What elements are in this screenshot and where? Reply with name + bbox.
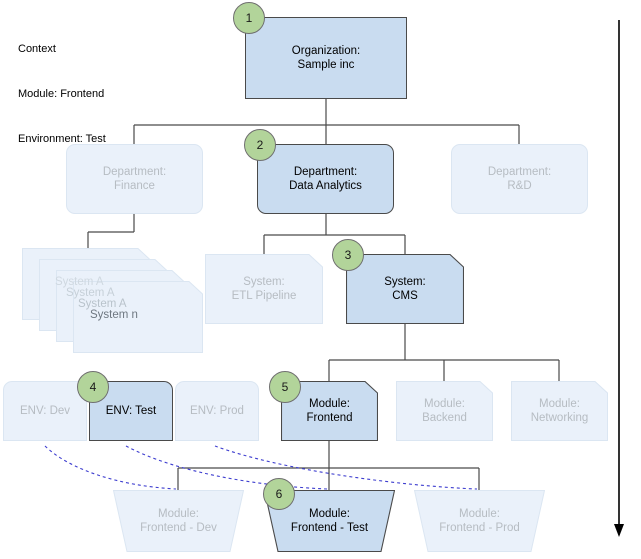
node-env-prod[interactable]: ENV: Prod (175, 381, 259, 441)
node-env-dev[interactable]: ENV: Dev (3, 381, 87, 441)
node-env-prod-label: ENV: Prod (190, 405, 244, 417)
node-organization-label: Organization: Sample inc (291, 45, 361, 71)
node-module-frontend-prod[interactable]: Module: Frontend - Prod (414, 490, 545, 552)
node-system-stack-card-n-label: System n (90, 309, 138, 321)
depth-axis-arrow (614, 20, 624, 537)
badge-step-4: 4 (77, 371, 109, 403)
badge-step-3: 3 (332, 239, 364, 271)
node-env-test-label: ENV: Test (105, 405, 157, 417)
context-environment: Environment: Test (18, 133, 106, 145)
node-department-finance-label: Department: Finance (102, 166, 167, 192)
node-system-stack-card-2-label: System A (66, 287, 115, 299)
node-module-frontend-label: Module: Frontend (306, 398, 353, 424)
node-module-networking[interactable]: Module: Networking (511, 381, 608, 441)
node-module-networking-label: Module: Networking (530, 398, 589, 424)
badge-step-4-label: 4 (89, 380, 97, 394)
node-department-data-analytics[interactable]: Department: Data Analytics (257, 144, 394, 214)
node-module-backend[interactable]: Module: Backend (396, 381, 493, 441)
node-department-finance[interactable]: Department: Finance (66, 144, 203, 214)
node-department-rd[interactable]: Department: R&D (451, 144, 588, 214)
env-link-dashed (44, 445, 478, 490)
node-system-stack-card-n[interactable] (73, 281, 203, 353)
badge-step-6: 6 (263, 478, 295, 510)
node-organization[interactable]: Organization: Sample inc (245, 17, 407, 99)
node-module-frontend-dev[interactable]: Module: Frontend - Dev (113, 490, 244, 552)
badge-step-1-label: 1 (245, 11, 253, 25)
badge-step-6-label: 6 (275, 487, 283, 501)
node-system-cms-label: System: CMS (384, 276, 426, 302)
badge-step-1: 1 (233, 2, 265, 34)
node-department-data-analytics-label: Department: Data Analytics (289, 166, 362, 192)
node-system-stack-card-1-label: System A (55, 276, 104, 288)
node-module-backend-label: Module: Backend (422, 398, 467, 424)
node-system-etl-pipeline[interactable]: System: ETL Pipeline (205, 254, 323, 324)
badge-step-3-label: 3 (344, 248, 352, 262)
badge-step-5: 5 (269, 371, 301, 403)
context-title: Context (18, 43, 56, 55)
node-module-frontend-test-label: Module: Frontend - Test (290, 508, 369, 534)
badge-step-2: 2 (244, 129, 276, 161)
node-module-frontend-test[interactable]: Module: Frontend - Test (264, 490, 395, 552)
node-module-frontend-prod-label: Module: Frontend - Prod (439, 508, 520, 534)
node-system-etl-pipeline-label: System: ETL Pipeline (231, 276, 297, 302)
node-module-frontend[interactable]: Module: Frontend (281, 381, 378, 441)
node-system-cms[interactable]: System: CMS (346, 254, 464, 324)
node-env-test[interactable]: ENV: Test (89, 381, 173, 441)
node-env-dev-label: ENV: Dev (19, 405, 71, 417)
context-legend: Context Module: Frontend Environment: Te… (18, 12, 106, 177)
badge-step-5-label: 5 (281, 380, 289, 394)
node-system-stack-card-3-label: System A (78, 298, 127, 310)
context-module: Module: Frontend (18, 88, 105, 100)
node-module-frontend-dev-label: Module: Frontend - Dev (140, 508, 217, 534)
badge-step-2-label: 2 (256, 138, 264, 152)
node-department-rd-label: Department: R&D (487, 166, 552, 192)
